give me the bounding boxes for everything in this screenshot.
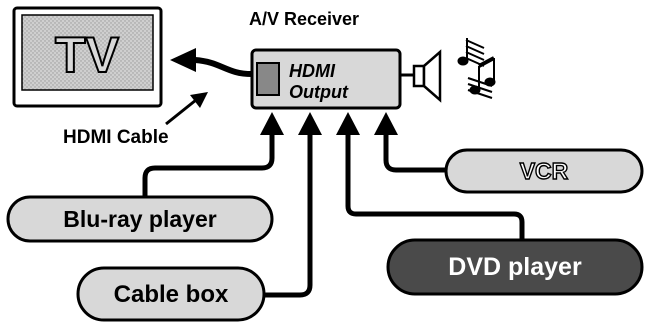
arrow-heads (260, 112, 398, 135)
hdmi-port-icon (256, 62, 280, 96)
receiver-body (250, 48, 402, 110)
vcr: VCR (444, 148, 644, 194)
music-notes-icon (457, 38, 496, 99)
cable-pointer-arrow (165, 92, 208, 126)
dvd-player-label: DVD player (448, 253, 582, 281)
av-receiver: HDMI Output (250, 48, 402, 110)
tv-screen (21, 14, 154, 91)
tv: TV (12, 6, 163, 108)
dvd-player: DVD player (386, 238, 644, 296)
cablebox-arrow (262, 132, 313, 298)
dvd-arrow (345, 132, 525, 240)
hdmi-output-line2: Output (289, 82, 349, 102)
vcr-arrow (383, 132, 446, 173)
bluray-player-label: Blu-ray player (63, 206, 216, 232)
bluray-arrow (142, 132, 275, 198)
receiver-title: A/V Receiver (249, 9, 359, 29)
bluray-player: Blu-ray player (6, 195, 274, 243)
hdmi-cable-label: HDMI Cable (63, 127, 169, 148)
tv-label: TV (55, 27, 120, 83)
cable-box-label: Cable box (114, 281, 229, 308)
speaker-icon (400, 49, 442, 103)
source-arrows (142, 132, 525, 298)
vcr-label: VCR (520, 158, 569, 184)
hdmi-output-line1: HDMI (289, 61, 336, 81)
receiver-to-tv-arrow (170, 48, 253, 77)
cable-box: Cable box (76, 266, 266, 322)
